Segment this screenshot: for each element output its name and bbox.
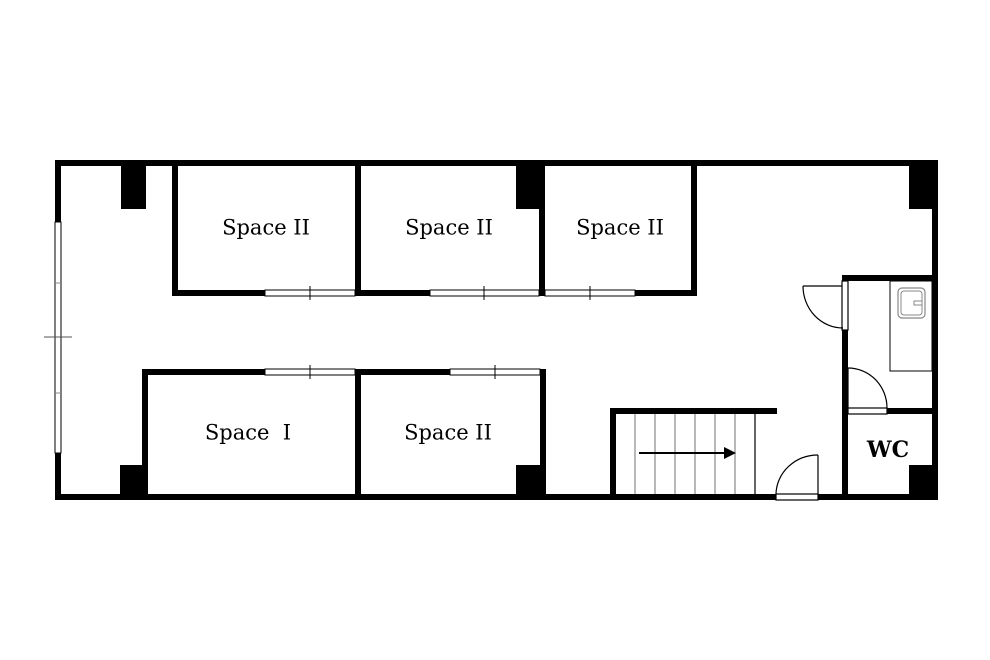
wall [842,275,938,281]
sink-icon [897,287,926,319]
column [121,166,146,209]
room-label: Space I [205,421,291,445]
wc-label: WC [866,437,909,463]
room-label: Space II [576,216,664,240]
column [909,465,938,495]
doors [775,280,888,501]
outer-wall-bottom-left [55,494,776,500]
column [909,166,938,209]
walls [55,160,938,500]
staircase [634,414,756,494]
arrow-right-icon [639,447,736,459]
wall [610,408,777,414]
wall [842,330,848,500]
washroom-door[interactable] [802,280,849,331]
room-label: Space II [222,216,310,240]
sink-counter [889,280,933,372]
outer-wall-right [932,160,938,500]
wall [172,160,178,296]
room-label: Space II [405,216,493,240]
room-labels: Space II Space II Space II Space I Space… [205,216,909,464]
windows [44,221,636,454]
column [516,166,543,209]
wall [691,160,697,296]
column [516,465,543,495]
wall [142,369,148,499]
wall [355,369,361,499]
entrance-door[interactable] [775,454,819,501]
wc-door[interactable] [847,367,888,415]
room-label: Space II [404,421,492,445]
wall [539,160,545,296]
column [120,465,146,495]
outer-wall-bottom-right [818,494,938,500]
wall [887,408,938,414]
wall [610,408,616,498]
wall [355,160,361,296]
wall [540,369,546,499]
outer-wall-top [55,160,938,166]
